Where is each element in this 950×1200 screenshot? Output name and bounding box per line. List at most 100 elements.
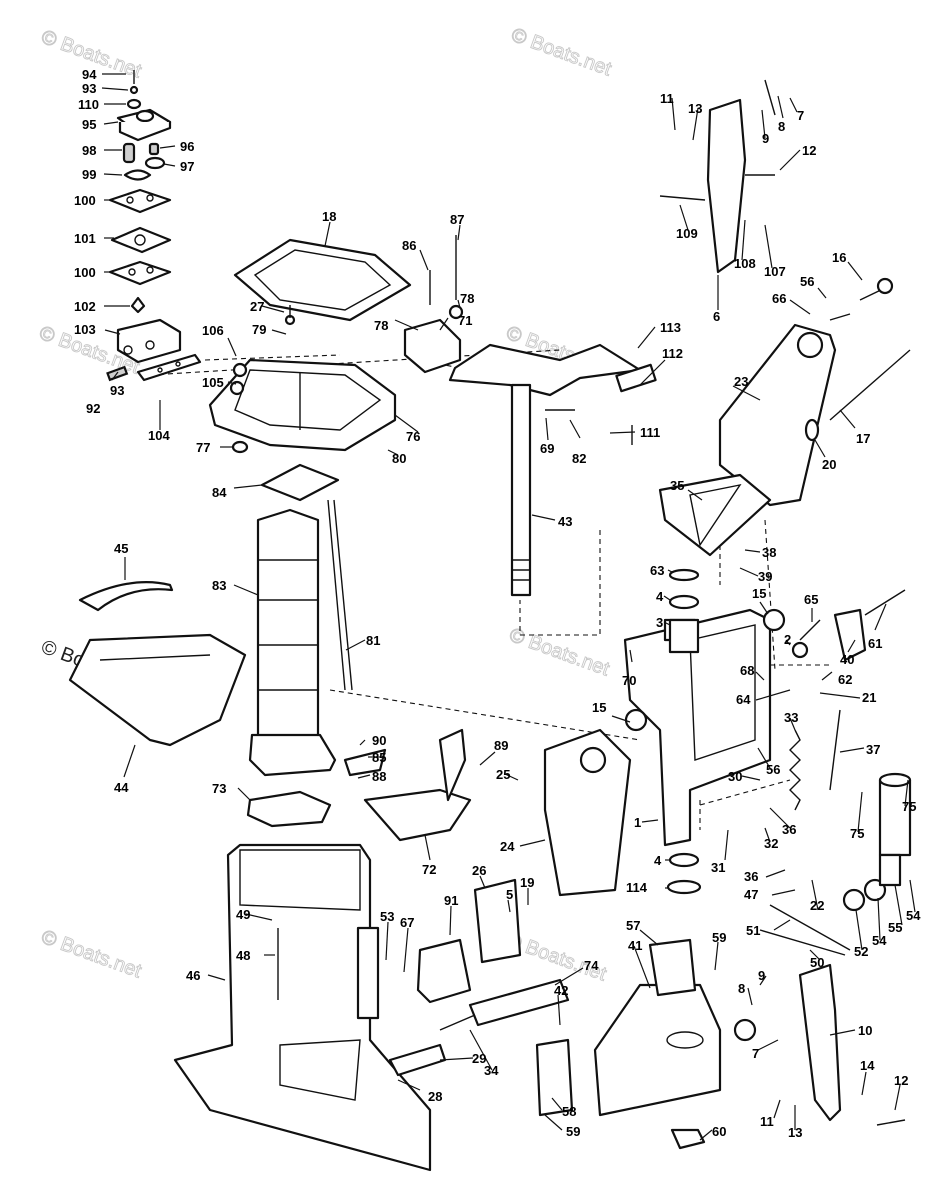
- callout-16: 16: [832, 250, 846, 265]
- callout-62: 62: [838, 672, 852, 687]
- callout-98: 98: [82, 143, 96, 158]
- callout-76: 76: [406, 429, 420, 444]
- callout-19: 19: [520, 875, 534, 890]
- callout-60: 60: [712, 1124, 726, 1139]
- callout-55: 55: [888, 920, 902, 935]
- watermark-bottom-left: © Boats.net: [38, 926, 144, 983]
- callout-12-b: 12: [894, 1073, 908, 1088]
- callout-20: 20: [822, 457, 836, 472]
- callout-59: 59: [712, 930, 726, 945]
- callout-7: 7: [797, 108, 804, 123]
- callout-61: 61: [868, 636, 882, 651]
- callout-50: 50: [810, 955, 824, 970]
- callout-54: 54: [872, 933, 887, 948]
- callout-17: 17: [856, 431, 870, 446]
- callout-113: 113: [660, 320, 681, 335]
- callout-42: 42: [554, 983, 568, 998]
- callout-13: 13: [688, 101, 702, 116]
- callout-91: 91: [444, 893, 458, 908]
- callout-1: 1: [634, 815, 641, 830]
- callout-85: 85: [372, 750, 386, 765]
- callout-103: 103: [74, 322, 96, 337]
- callout-73: 73: [212, 781, 226, 796]
- callout-84: 84: [212, 485, 227, 500]
- cover-44: [68, 581, 247, 747]
- callout-92: 92: [86, 401, 100, 416]
- callout-9: 9: [762, 131, 769, 146]
- callout-48: 48: [236, 948, 250, 963]
- callout-87: 87: [450, 212, 464, 227]
- callout-86: 86: [402, 238, 416, 253]
- callout-45: 45: [114, 541, 128, 556]
- gasket-84: [260, 463, 340, 502]
- gasket-18: [233, 238, 412, 322]
- shock-absorber-75: [878, 772, 912, 857]
- callout-68: 68: [740, 663, 754, 678]
- seal-73: [246, 790, 332, 828]
- rod-17: [804, 349, 911, 442]
- callout-106: 106: [202, 323, 224, 338]
- parts: [68, 70, 912, 1172]
- callout-80: 80: [392, 451, 406, 466]
- callout-34: 34: [484, 1063, 499, 1078]
- callout-8-b: 8: [738, 981, 745, 996]
- callout-79: 79: [252, 322, 266, 337]
- callout-82: 82: [572, 451, 586, 466]
- powerhead-adapter: [208, 358, 397, 454]
- callout-7-b: 7: [752, 1046, 759, 1061]
- solenoid-91: [388, 878, 570, 1077]
- callout-9-b: 9: [758, 968, 765, 983]
- callout-38: 38: [762, 545, 776, 560]
- callout-67: 67: [400, 915, 414, 930]
- callout-97: 97: [180, 159, 194, 174]
- callout-107: 107: [764, 264, 786, 279]
- cover-72: [343, 728, 472, 842]
- callout-33: 33: [784, 710, 798, 725]
- callout-64: 64: [736, 692, 751, 707]
- callout-29: 29: [472, 1051, 486, 1066]
- callout-104: 104: [148, 428, 170, 443]
- callout-59-b: 59: [566, 1124, 580, 1139]
- callout-46: 46: [186, 968, 200, 983]
- callout-41: 41: [628, 938, 642, 953]
- callout-75: 75: [902, 799, 916, 814]
- callout-74: 74: [584, 958, 599, 973]
- callout-44: 44: [114, 780, 129, 795]
- callout-102: 102: [74, 299, 96, 314]
- fuel-pump-assembly: [106, 70, 202, 382]
- bracket-71: [284, 235, 464, 374]
- callout-15: 15: [752, 586, 766, 601]
- callout-89: 89: [494, 738, 508, 753]
- callout-3: 3: [656, 615, 663, 630]
- bracket-41: [535, 938, 722, 1150]
- callout-57: 57: [626, 918, 640, 933]
- callout-49: 49: [236, 907, 250, 922]
- callout-83: 83: [212, 578, 226, 593]
- callout-27: 27: [250, 299, 264, 314]
- callout-109: 109: [676, 226, 698, 241]
- callout-21: 21: [862, 690, 876, 705]
- callout-88: 88: [372, 769, 386, 784]
- callout-13-b: 13: [788, 1125, 802, 1140]
- stern-bracket-24: [543, 728, 632, 897]
- callout-71: 71: [458, 313, 472, 328]
- callout-40: 40: [840, 652, 854, 667]
- callout-112: 112: [662, 346, 683, 361]
- callout-6: 6: [713, 309, 720, 324]
- callout-47: 47: [744, 887, 758, 902]
- callout-100-b: 100: [74, 265, 96, 280]
- callout-24: 24: [500, 839, 515, 854]
- callout-5: 5: [506, 887, 513, 902]
- watermark-top-right: © Boats.net: [508, 24, 614, 81]
- callout-75-b: 75: [850, 826, 864, 841]
- callout-94: 94: [82, 67, 97, 82]
- callout-78: 78: [460, 291, 474, 306]
- callout-4-b: 4: [654, 853, 662, 868]
- callout-28: 28: [428, 1089, 442, 1104]
- callout-23: 23: [734, 374, 748, 389]
- callout-108: 108: [734, 256, 756, 271]
- callout-30: 30: [728, 769, 742, 784]
- callout-labels: 94 93 110 95 98 96 97 99 100 101 100 102…: [74, 67, 921, 1140]
- callout-72: 72: [422, 862, 436, 877]
